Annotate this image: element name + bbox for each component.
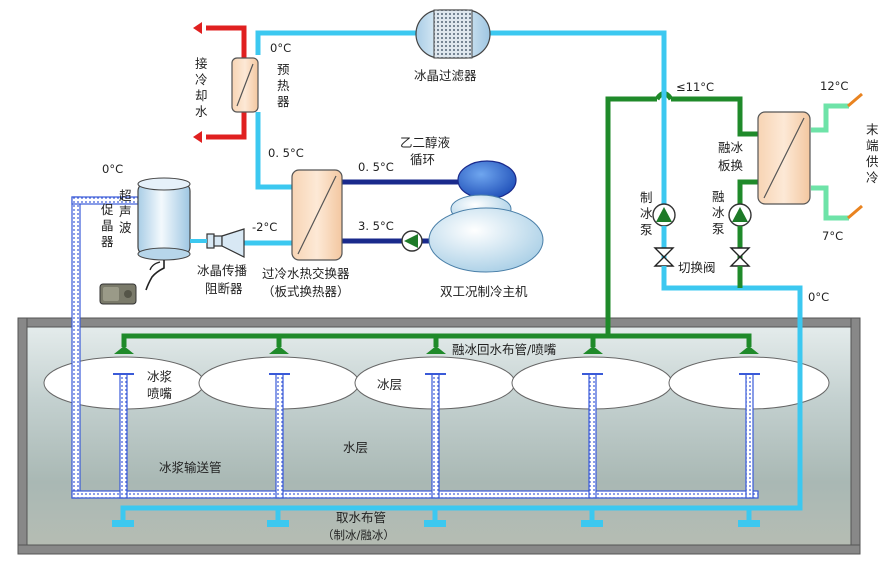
ice-pump-label-3: 泵: [640, 222, 653, 237]
temp-preheater-outlet: 0°C: [270, 41, 291, 55]
crystallizer-label-3: 器: [101, 234, 114, 249]
melt-valve-icon: [729, 226, 751, 288]
glycol-pump-icon: [401, 230, 423, 252]
temp-melt-return: ≤11°C: [676, 80, 714, 94]
end-supply-label-4: 冷: [866, 170, 879, 185]
intake-pipe-label-1: 取水布管: [336, 510, 386, 525]
glycol-label-2: 循环: [410, 152, 435, 167]
temp-glycol-return: 3. 5°C: [358, 219, 394, 233]
melt-hx-label-2: 板换: [718, 158, 744, 173]
crystallizer: [137, 177, 191, 291]
preheater-label-2: 热: [277, 78, 290, 93]
switch-valve-icon: [653, 226, 675, 290]
slurry-nozzle-label-2: 喷嘴: [147, 386, 173, 401]
ice-pump-label-2: 冰: [640, 206, 653, 221]
ultrasonic-generator-icon: [99, 283, 137, 305]
ice-crystal-filter: [415, 9, 491, 59]
subcooled-water-heat-exchanger: [291, 169, 343, 261]
slurry-nozzle-label-1: 冰浆: [147, 369, 173, 384]
glycol-label-1: 乙二醇液: [400, 135, 451, 150]
melt-return-pipe-label: 融冰回水布管/喷嘴: [452, 342, 557, 357]
ice-water-loop: [244, 30, 667, 246]
end-supply-label-2: 端: [866, 138, 879, 153]
preheater-label-1: 预: [277, 62, 290, 77]
melt-pump-label-3: 泵: [712, 221, 725, 236]
temp-intake: 0°C: [808, 290, 829, 304]
end-supply-pipes: [811, 103, 849, 221]
subcooled-hx-label-2: （板式换热器）: [262, 284, 350, 299]
melt-plate-heat-exchanger: [757, 111, 811, 205]
ice-layer-label: 冰层: [377, 377, 402, 392]
dual-mode-chiller: [428, 194, 544, 273]
switch-valve-label: 切换阀: [678, 260, 716, 275]
subcooled-hx-label-1: 过冷水热交换器: [262, 266, 350, 281]
ice-pump-label-1: 制: [640, 190, 653, 205]
preheater: [231, 57, 259, 113]
ice-crystal-filter-label: 冰晶过滤器: [414, 68, 477, 83]
cooling-water-arrows: [193, 22, 202, 143]
melt-hx-label-1: 融冰: [718, 140, 744, 155]
water-layer-label: 水层: [343, 440, 368, 455]
cooling-water-label-3: 却: [195, 88, 208, 103]
temp-crystallizer: 0°C: [102, 162, 123, 176]
end-supply-label-1: 末: [866, 122, 879, 137]
slurry-pipe-label: 冰浆输送管: [159, 460, 222, 475]
melt-pump-label-2: 冰: [712, 205, 725, 220]
ultrasonic-label-3: 波: [119, 220, 132, 235]
temp-end-supply: 7°C: [822, 229, 843, 243]
end-supply-label-3: 供: [866, 154, 879, 169]
melt-nozzle-heads: [114, 346, 759, 354]
crystallizer-label-2: 晶: [101, 218, 114, 233]
preheater-label-3: 器: [277, 94, 290, 109]
temp-glycol-supply: 0. 5°C: [358, 160, 394, 174]
temp-hx-outlet: -2°C: [252, 220, 277, 234]
intake-pipe-label-2: （制冰/融冰）: [322, 528, 395, 542]
ice-pump-icon: [652, 203, 676, 227]
propagation-blocker-horn-icon: [206, 228, 245, 258]
ultrasonic-label-2: 声: [119, 204, 132, 219]
dual-chiller-label: 双工况制冷主机: [440, 284, 528, 299]
temp-end-return: 12°C: [820, 79, 848, 93]
melt-pump-icon: [728, 203, 752, 227]
melt-pump-label-1: 融: [712, 189, 725, 204]
ultrasonic-label-1: 超: [119, 188, 132, 203]
end-supply-stubs: [847, 92, 863, 220]
crystallizer-label-1: 促: [101, 202, 114, 217]
cooling-water-label-4: 水: [195, 104, 208, 119]
temp-hx-inlet: 0. 5°C: [268, 146, 304, 160]
cooling-water-label-1: 接: [195, 56, 208, 71]
propagation-blocker-label-1: 冰晶传播: [197, 263, 248, 278]
intake-feet: [112, 520, 760, 527]
cooling-water-pipe: [206, 25, 247, 140]
propagation-blocker-label-2: 阻断器: [205, 281, 243, 296]
cooling-water-label-2: 冷: [195, 72, 208, 87]
ice-slurry-pipe: [71, 196, 759, 499]
glycol-circulation-tank: [457, 160, 517, 200]
